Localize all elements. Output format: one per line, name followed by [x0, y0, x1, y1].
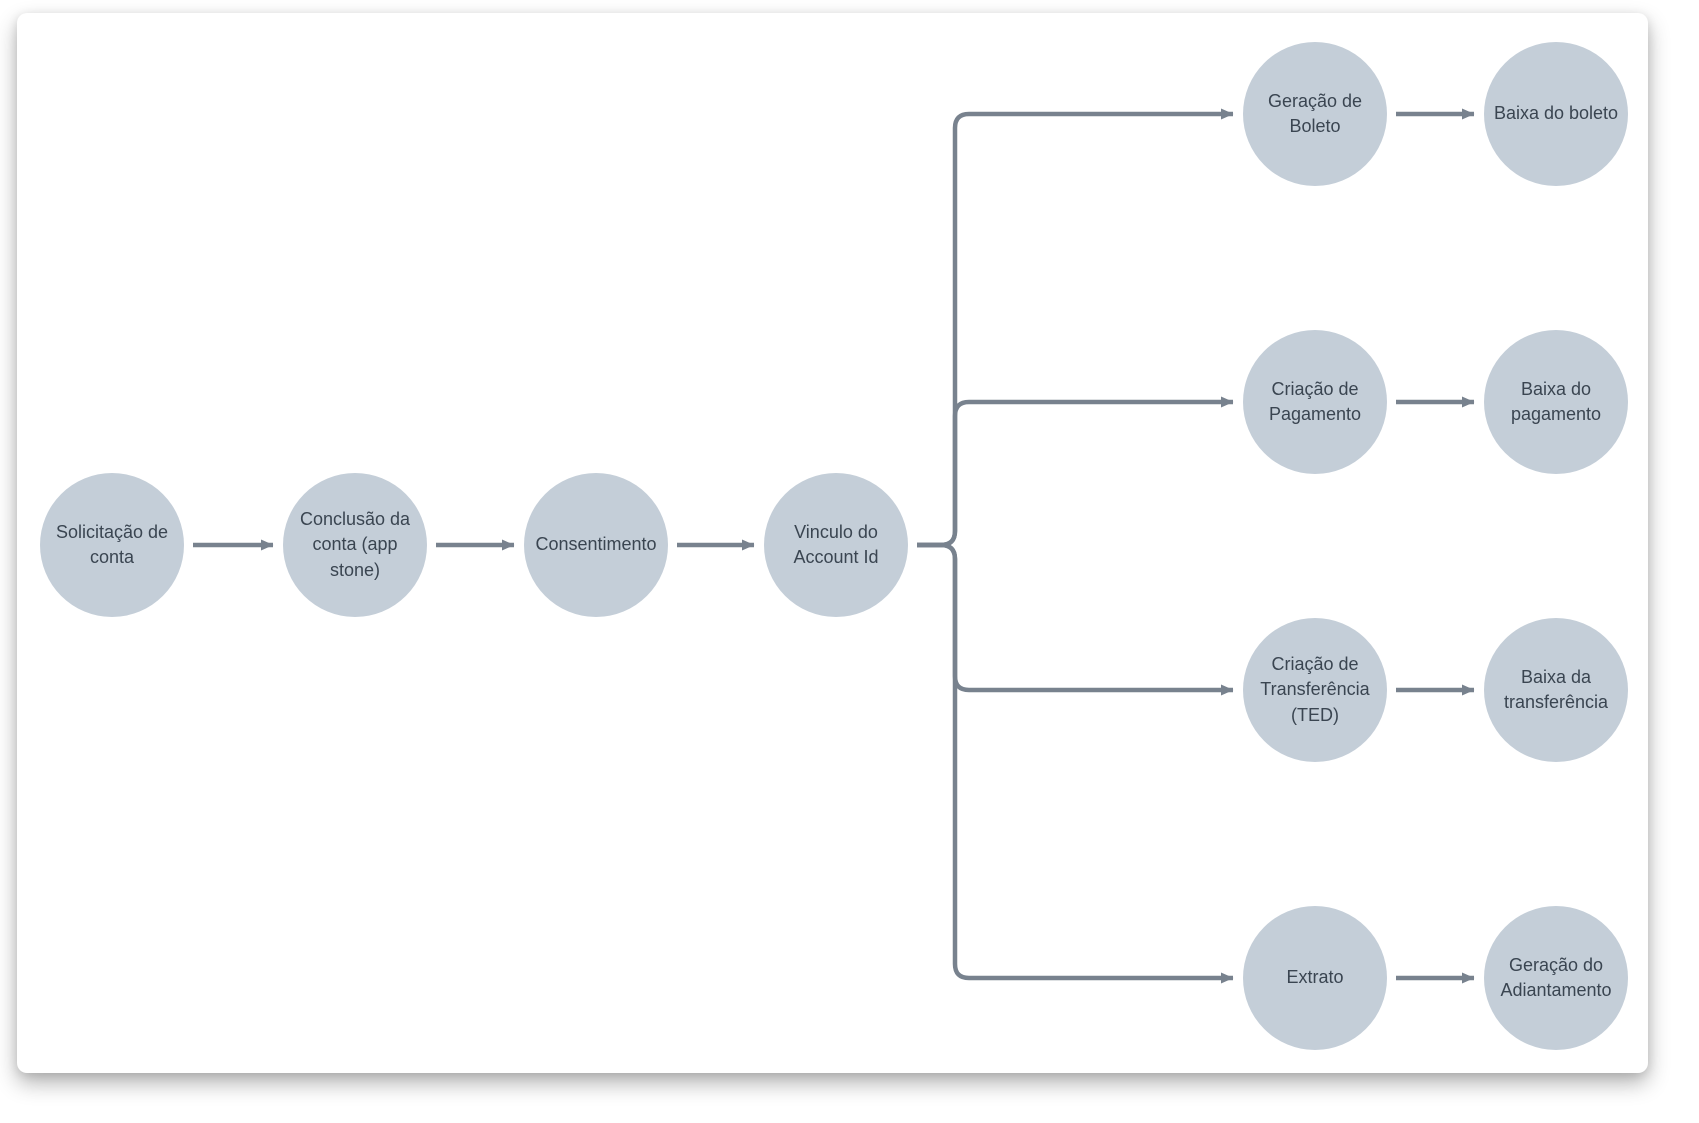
node-geracao-de-boleto: Geração de Boleto	[1243, 42, 1387, 186]
node-vinculo-do-account-id: Vinculo do Account Id	[764, 473, 908, 617]
node-baixa-do-boleto: Baixa do boleto	[1484, 42, 1628, 186]
node-geracao-do-adiantamento: Geração do Adiantamento	[1484, 906, 1628, 1050]
node-baixa-da-transferencia: Baixa da transferência	[1484, 618, 1628, 762]
node-criacao-de-pagamento: Criação de Pagamento	[1243, 330, 1387, 474]
node-conclusao-da-conta: Conclusão da conta (app stone)	[283, 473, 427, 617]
node-baixa-do-pagamento: Baixa do pagamento	[1484, 330, 1628, 474]
node-consentimento: Consentimento	[524, 473, 668, 617]
node-solicitacao-de-conta: Solicitação de conta	[40, 473, 184, 617]
node-criacao-de-transferencia-ted: Criação de Transferência (TED)	[1243, 618, 1387, 762]
node-extrato: Extrato	[1243, 906, 1387, 1050]
